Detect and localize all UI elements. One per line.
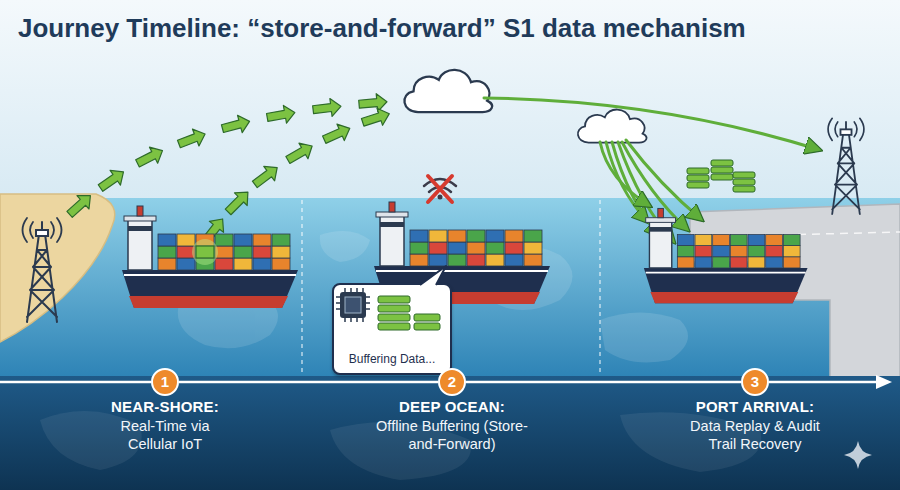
stage-separator — [302, 200, 600, 376]
data-stack — [711, 160, 733, 180]
uplink-arrow — [249, 160, 282, 191]
stage-heading: PORT ARRIVAL: — [645, 397, 865, 416]
memory-chip-icon — [336, 288, 370, 322]
buffer-stack-icon — [378, 314, 410, 321]
data-stack — [687, 168, 709, 188]
container-ship — [644, 208, 808, 303]
timeline-band — [40, 411, 761, 480]
downlink-arrow — [622, 142, 688, 230]
cloud — [404, 70, 492, 112]
ocean — [0, 198, 900, 380]
memory-chip-icon — [340, 292, 366, 318]
no-signal-icon — [428, 176, 452, 202]
uplink-arrow — [222, 186, 255, 219]
iot-tracker — [196, 246, 214, 258]
step-circle: 3 — [741, 368, 769, 396]
data-stack — [733, 172, 755, 192]
cloud — [578, 110, 647, 143]
shoreline-sand — [0, 194, 115, 342]
buffer-stack-icon — [378, 305, 410, 312]
ocean — [600, 313, 688, 363]
iot-tracker — [192, 239, 218, 265]
uplink-arrow — [220, 113, 252, 138]
buffer-stack-icon — [414, 323, 440, 330]
container-ship — [122, 202, 808, 308]
step-circle: 1 — [151, 368, 179, 396]
data-stack — [687, 160, 755, 192]
no-signal-icon — [438, 195, 443, 200]
downlink-arrow — [600, 142, 650, 206]
callout-tail — [420, 266, 446, 285]
step-number: 3 — [751, 373, 759, 391]
uplink-arrow — [64, 189, 97, 221]
step-number: 2 — [448, 373, 456, 391]
uplink-arrow — [321, 120, 354, 148]
uplink-arrow — [360, 105, 392, 131]
callout-tail — [420, 266, 446, 285]
cell-tower — [828, 118, 864, 214]
buffer-stack-icon — [378, 323, 410, 330]
step-number: 1 — [161, 373, 169, 391]
uplink-arrow — [133, 143, 166, 172]
stage-separator — [599, 200, 601, 376]
ocean — [320, 231, 370, 262]
buffer-stack-icon — [378, 296, 410, 303]
stage-heading: DEEP OCEAN: — [342, 397, 562, 416]
diagram-title: Journey Timeline: “store-and-forward” S1… — [18, 12, 888, 44]
memory-chip-icon — [336, 288, 370, 322]
uplink-arrow — [95, 165, 128, 196]
uplink-arrow — [283, 138, 316, 168]
stage-heading: NEAR-SHORE: — [55, 397, 275, 416]
buffer-stack-icon — [378, 296, 440, 330]
container-ship — [122, 206, 298, 308]
sparkle-watermark — [844, 441, 872, 469]
shoreline-sand — [0, 194, 115, 342]
ocean — [0, 198, 900, 380]
stage-description: Offline Buffering (Store-and-Forward) — [372, 417, 532, 453]
memory-chip-icon — [345, 297, 361, 313]
timeline-connector — [466, 381, 741, 384]
uplink-arrow — [312, 97, 342, 118]
timeline-connector — [179, 381, 438, 384]
timeline-axis — [876, 375, 892, 389]
stage-description: Real-Time via Cellular IoT — [100, 417, 230, 453]
stage-separator — [301, 200, 303, 376]
iot-tracker — [192, 239, 218, 265]
sparkle-watermark — [844, 441, 872, 469]
sky — [0, 0, 900, 210]
uplink-arrow — [358, 93, 387, 113]
downlink-arrow — [484, 98, 820, 150]
sky — [0, 0, 900, 210]
uplink-arrow — [266, 104, 297, 127]
uplink-arrow — [176, 126, 209, 153]
cell-tower — [23, 218, 62, 322]
stage-description: Data Replay & Audit Trail Recovery — [680, 417, 830, 453]
callout-box: Buffering Data... — [332, 283, 452, 375]
uplink-arrow — [64, 93, 393, 247]
buffer-stack-icon — [414, 314, 440, 321]
no-signal-icon — [424, 176, 456, 202]
callout-text: Buffering Data... — [349, 352, 436, 367]
step-circle: 2 — [438, 368, 466, 396]
